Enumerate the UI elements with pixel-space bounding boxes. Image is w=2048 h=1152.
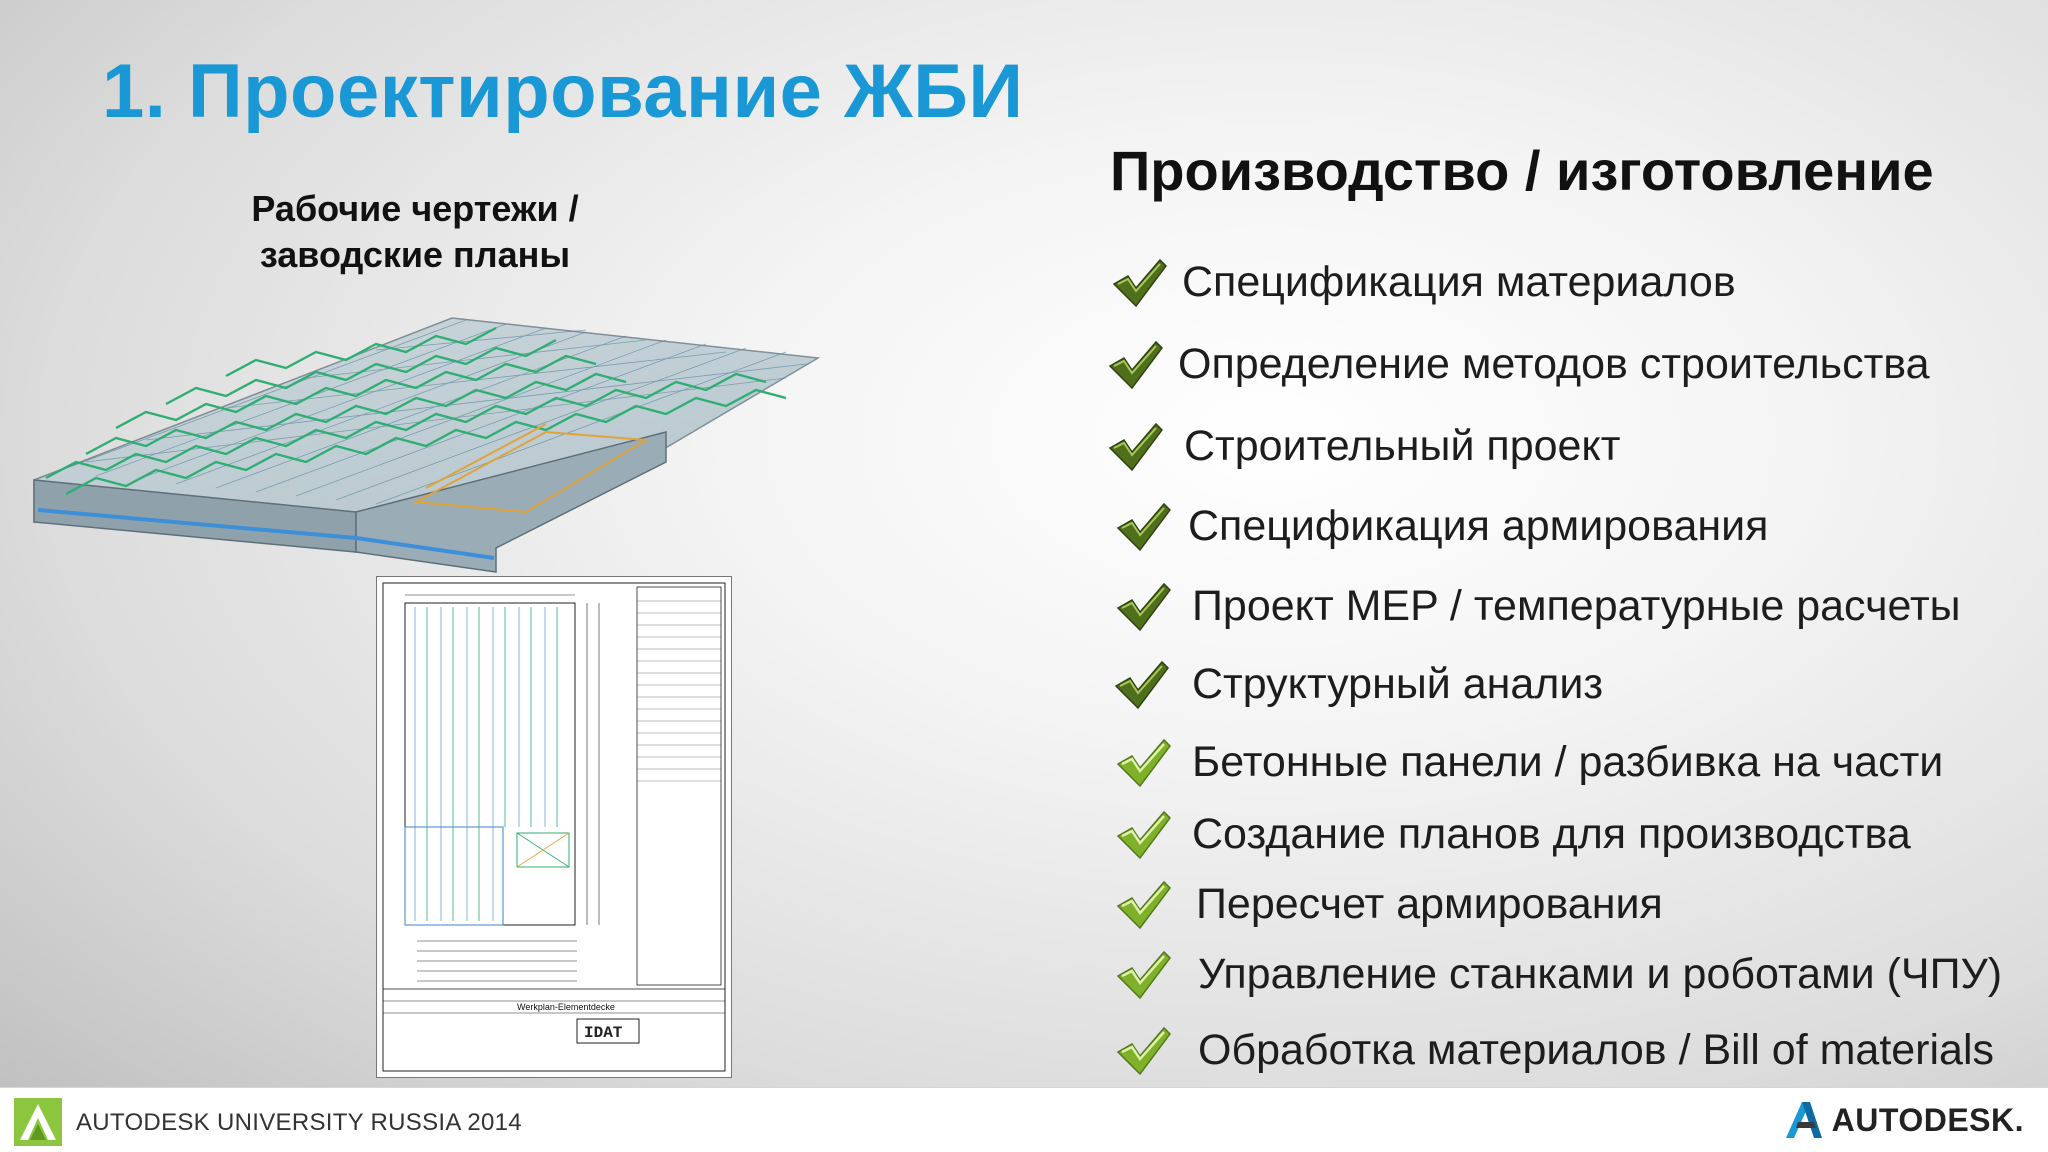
slide-footer: AUTODESK UNIVERSITY RUSSIA 2014 AUTODESK… <box>0 1087 2048 1152</box>
check-mark-icon <box>1116 582 1171 632</box>
autodesk-brand-text: AUTODESK. <box>1831 1101 2024 1138</box>
check-mark-icon <box>1116 880 1171 930</box>
check-mark-icon <box>1116 1026 1171 1076</box>
checklist-item-label: Определение методов строительства <box>1178 339 1930 388</box>
check-mark-icon <box>1114 660 1169 710</box>
checklist-item-label: Проект MEP / температурные расчеты <box>1192 581 1961 630</box>
check-mark-icon <box>1116 810 1171 860</box>
checklist-item-label: Строительный проект <box>1184 421 1621 470</box>
production-heading: Производство / изготовление <box>1110 139 1934 202</box>
checklist-item: Бетонные панели / разбивка на части <box>1114 732 1943 792</box>
checklist-item: Проект MEP / температурные расчеты <box>1114 576 1961 636</box>
shop-drawing-sheet: Werkplan-Elementdecke IDAT <box>376 576 732 1078</box>
slide-title: 1. Проектирование ЖБИ <box>102 49 1024 134</box>
checklist-item: Управление станками и роботами (ЧПУ) <box>1114 944 2002 1004</box>
checklist-item: Строительный проект <box>1106 416 1620 476</box>
shop-drawing-image: Werkplan-Elementdecke IDAT <box>382 582 726 1072</box>
event-title: UNIVERSITY RUSSIA 2014 <box>216 1109 522 1136</box>
checklist-item-label: Управление станками и роботами (ЧПУ) <box>1198 949 2003 998</box>
autodesk-logo: AUTODESK. <box>1784 1100 2024 1140</box>
event-name: AUTODESK UNIVERSITY RUSSIA 2014 <box>76 1109 522 1137</box>
checklist-item-label: Бетонные панели / разбивка на части <box>1192 737 1944 786</box>
checklist-item: Спецификация материалов <box>1110 252 1736 312</box>
checklist-item: Обработка материалов / Bill of materials <box>1114 1020 1994 1080</box>
idat-logo-text: IDAT <box>584 1024 623 1042</box>
check-mark-icon <box>1112 258 1167 308</box>
checklist-item: Структурный анализ <box>1112 654 1603 714</box>
checklist-item: Определение методов строительства <box>1106 334 1930 394</box>
check-mark-icon <box>1116 738 1171 788</box>
checklist-item-label: Структурный анализ <box>1192 659 1604 708</box>
checklist-item-label: Пересчет армирования <box>1196 879 1663 928</box>
check-mark-icon <box>1116 950 1171 1000</box>
check-mark-icon <box>1116 502 1171 552</box>
drawings-caption-line-1: Рабочие чертежи / <box>251 188 579 229</box>
checklist-item: Пересчет армирования <box>1114 874 1663 934</box>
autodesk-a-icon <box>1785 1102 1822 1138</box>
event-prefix: AUTODESK <box>76 1109 210 1136</box>
checklist-item-label: Спецификация армирования <box>1188 501 1769 550</box>
checklist-item-label: Обработка материалов / Bill of materials <box>1198 1025 1995 1074</box>
checklist-item: Создание планов для производства <box>1114 804 1911 864</box>
checklist-item-label: Спецификация материалов <box>1182 257 1736 306</box>
autodesk-university-logo-icon <box>14 1098 62 1146</box>
check-mark-icon <box>1108 340 1163 390</box>
drawings-caption: Рабочие чертежи / заводские планы <box>200 186 630 278</box>
precast-slab-3d-image <box>33 317 821 573</box>
check-mark-icon <box>1108 422 1163 472</box>
checklist-item-label: Создание планов для производства <box>1192 809 1911 858</box>
checklist-item: Спецификация армирования <box>1114 496 1768 556</box>
drawings-caption-line-2: заводские планы <box>259 234 571 275</box>
title-block-text: Werkplan-Elementdecke <box>517 1002 615 1012</box>
